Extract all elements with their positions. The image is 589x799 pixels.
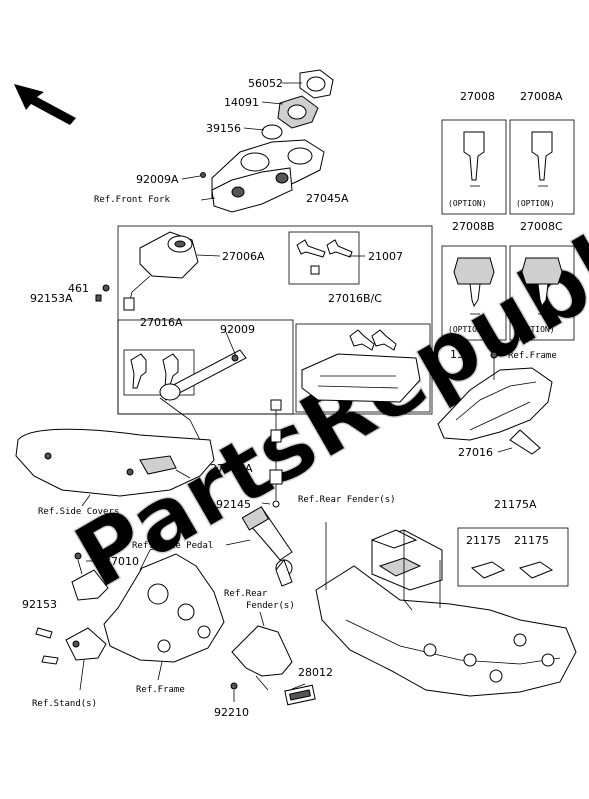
tool-case-box <box>457 527 569 587</box>
ref-label-brake-pedal: Ref.Brake Pedal <box>132 541 213 551</box>
part-label-92153: 92153 <box>22 598 57 611</box>
ref-label-stand: Ref.Stand(s) <box>32 699 97 709</box>
part-label-27016: 27016 <box>458 446 493 459</box>
blank-keys <box>296 239 353 275</box>
part-label-39156: 39156 <box>206 122 241 135</box>
lock-set <box>301 329 421 403</box>
part-label-130: 130 <box>450 348 471 361</box>
ref-label-rear-fender-main: Ref.Rear Fender(s) <box>298 495 396 505</box>
key-pair-box <box>123 349 195 396</box>
key-set-box <box>117 319 294 415</box>
part-label-27010: 27010 <box>104 555 139 568</box>
part-label-92009: 92009 <box>220 323 255 336</box>
option-label-27008B: (OPTION) <box>448 325 487 334</box>
part-label-27016A: 27016A <box>140 316 183 329</box>
part-label-28012: 28012 <box>298 666 333 679</box>
ref-label-rear-fender-line2: Fender(s) <box>246 601 295 611</box>
rear-fender-piece <box>230 625 316 706</box>
part-label-92210: 92210 <box>214 706 249 719</box>
part-label-56052: 56052 <box>248 77 283 90</box>
option-label-27008: (OPTION) <box>448 199 487 208</box>
key-pair <box>130 353 179 389</box>
part-label-21175-b: 21175 <box>514 534 549 547</box>
part-label-92153A: 92153A <box>30 292 73 305</box>
ref-label-frame-right: Ref.Frame <box>508 351 557 361</box>
part-label-92009A: 92009A <box>136 173 179 186</box>
part-label-27008C: 27008C <box>520 220 563 233</box>
part-label-461: 461 <box>68 282 89 295</box>
frame-section <box>103 545 225 663</box>
part-label-92145: 92145 <box>216 498 251 511</box>
ref-label-frame-bottom: Ref.Frame <box>136 685 185 695</box>
lock-set-box <box>295 323 431 413</box>
option-key-boxes <box>441 119 575 341</box>
front-direction-arrow-icon <box>14 84 76 125</box>
seat-lock-bracket <box>437 351 553 455</box>
part-label-21175-a: 21175 <box>466 534 501 547</box>
ref-label-side-covers: Ref.Side Covers <box>38 507 119 517</box>
part-label-27016BC: 27016B/C <box>328 292 382 305</box>
part-label-27045A: 27045A <box>306 192 349 205</box>
upper-clamp-group <box>211 69 334 213</box>
rear-fender-assembly <box>315 565 577 697</box>
part-label-27008A: 27008A <box>520 90 563 103</box>
part-label-21007: 21007 <box>368 250 403 263</box>
side-stand-switch <box>35 552 109 665</box>
option-label-27008C: (OPTION) <box>516 325 555 334</box>
part-label-21175A: 21175A <box>494 498 537 511</box>
option-label-27008A: (OPTION) <box>516 199 555 208</box>
tool-case <box>370 529 443 611</box>
part-label-27006A: 27006A <box>222 250 265 263</box>
blank-keys-box <box>288 231 360 285</box>
ignition-switch <box>123 231 199 311</box>
part-label-14091: 14091 <box>224 96 259 109</box>
side-cover <box>15 428 215 497</box>
part-label-27010A: 27010A <box>210 462 253 475</box>
part-label-27008: 27008 <box>460 90 495 103</box>
ref-label-rear-fender-line1: Ref.Rear <box>224 589 268 599</box>
ref-label-front-fork: Ref.Front Fork <box>94 195 170 205</box>
brake-pedal <box>241 506 293 587</box>
part-label-27008B: 27008B <box>452 220 495 233</box>
